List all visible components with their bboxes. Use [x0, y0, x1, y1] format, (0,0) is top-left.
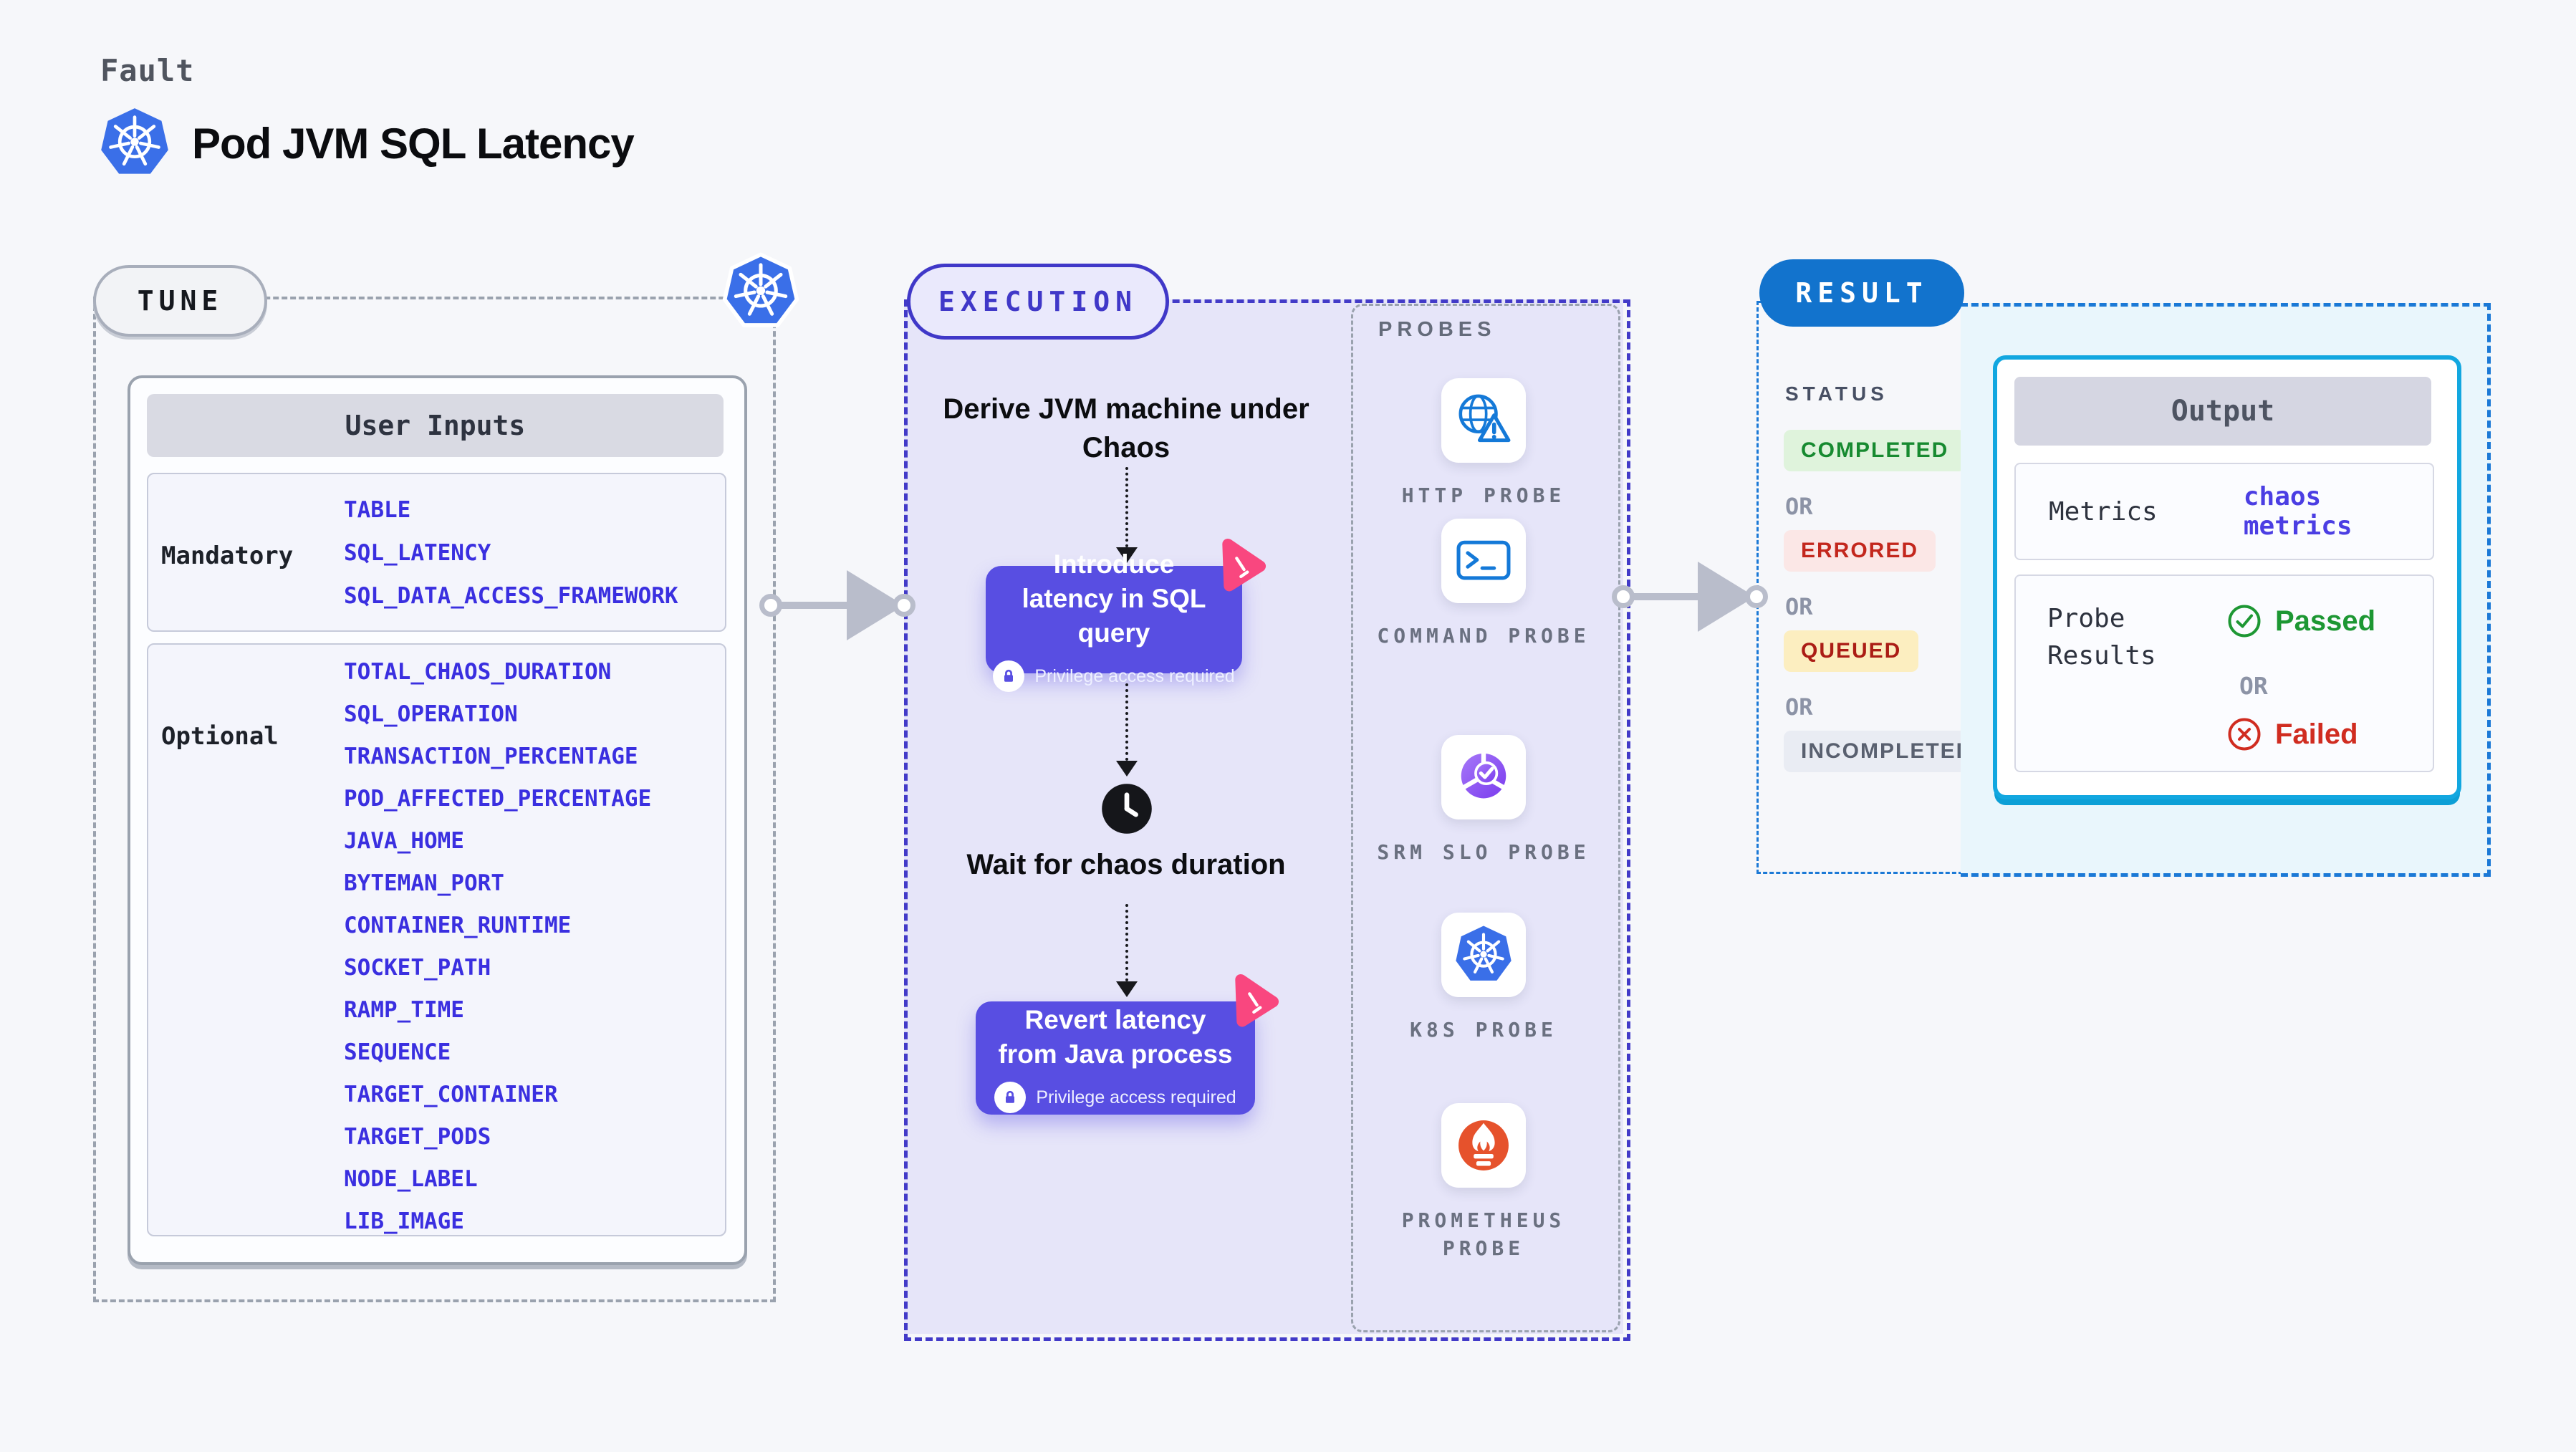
probe-item-http: HTTP PROBE: [1355, 378, 1613, 509]
kubernetes-icon: [1441, 913, 1526, 997]
input-variable: RAMP_TIME: [344, 996, 464, 1023]
probe-label: COMMAND PROBE: [1377, 624, 1590, 648]
input-variable: BYTEMAN_PORT: [344, 870, 504, 896]
input-variable: SQL_DATA_ACCESS_FRAMEWORK: [344, 583, 678, 609]
mandatory-values: TABLE SQL_LATENCY SQL_DATA_ACCESS_FRAMEW…: [344, 489, 678, 617]
fault-eyebrow: Fault: [100, 53, 195, 88]
connector-node: [893, 594, 915, 617]
input-variable: SQL_OPERATION: [344, 701, 518, 727]
connector-node: [759, 594, 782, 617]
lock-icon: [994, 1082, 1027, 1114]
probes-panel: [1351, 304, 1620, 1332]
probe-results-row: [2014, 574, 2434, 772]
passed-label: Passed: [2275, 605, 2376, 637]
result-pill[interactable]: RESULT: [1759, 259, 1964, 327]
status-title: STATUS: [1785, 383, 1888, 405]
tune-section-box: [93, 297, 776, 1302]
or-separator: OR: [1785, 493, 1813, 520]
revert-latency-button[interactable]: Revert latency from Java process Privile…: [976, 1001, 1255, 1115]
input-variable: SEQUENCE: [344, 1039, 451, 1065]
step-derive: Derive JVM machine under Chaos: [943, 393, 1309, 463]
or-separator: OR: [1785, 693, 1813, 721]
check-circle-icon: [2226, 603, 2262, 639]
kubernetes-icon: [721, 252, 801, 332]
probe-results-label: Probe Results: [2047, 604, 2156, 671]
input-variable: TOTAL_CHAOS_DURATION: [344, 658, 612, 685]
metrics-label: Metrics: [2049, 496, 2158, 527]
litmus-chaos-icon: [1219, 966, 1290, 1038]
privilege-row: Privilege access required: [993, 660, 1235, 693]
input-variable: SOCKET_PATH: [344, 954, 491, 981]
execution-pill[interactable]: EXECUTION: [907, 264, 1169, 340]
privilege-note: Privilege access required: [1036, 1087, 1236, 1107]
step-button-title: Introduce latency in SQL query: [1022, 549, 1206, 648]
connector-arrow: [772, 602, 858, 609]
step-wait: Wait for chaos duration: [966, 849, 1286, 880]
globe-alert-icon: [1441, 378, 1526, 463]
input-variable: CONTAINER_RUNTIME: [344, 912, 572, 938]
prometheus-flame-icon: [1441, 1103, 1526, 1188]
input-variable: NODE_LABEL: [344, 1165, 478, 1192]
status-badge-incompleted: INCOMPLETED: [1784, 731, 1991, 772]
optional-values: TOTAL_CHAOS_DURATION SQL_OPERATION TRANS…: [344, 650, 651, 1242]
title-row: Pod JVM SQL Latency: [97, 106, 635, 181]
probe-item-k8s: K8S PROBE: [1355, 913, 1613, 1044]
slo-check-icon: [1441, 735, 1526, 819]
input-variable: TRANSACTION_PERCENTAGE: [344, 743, 638, 769]
optional-inputs-row: [147, 643, 726, 1236]
input-variable: TARGET_PODS: [344, 1123, 491, 1150]
clock-icon: [1100, 782, 1153, 835]
metrics-value: chaos metrics: [2243, 482, 2352, 541]
input-variable: JAVA_HOME: [344, 827, 464, 854]
execution-section-box: [904, 299, 1630, 1341]
lock-icon: [993, 660, 1025, 693]
mandatory-label: Mandatory: [161, 542, 294, 570]
probe-label: PROMETHEUS PROBE: [1401, 1208, 1566, 1261]
failed-label: Failed: [2275, 718, 2358, 750]
input-variable: POD_AFFECTED_PERCENTAGE: [344, 785, 652, 812]
litmus-chaos-icon: [1206, 531, 1277, 602]
or-separator: OR: [2239, 672, 2268, 700]
terminal-icon: [1441, 519, 1526, 603]
introduce-latency-button[interactable]: Introduce latency in SQL query Privilege…: [986, 549, 1242, 693]
output-header: Output: [2014, 377, 2431, 446]
status-badge-errored: ERRORED: [1784, 530, 1936, 572]
x-circle-icon: [2226, 716, 2262, 752]
input-variable: TABLE: [344, 497, 411, 523]
page-title: Pod JVM SQL Latency: [192, 119, 635, 168]
failed-result: Failed: [2226, 716, 2358, 752]
probe-label: SRM SLO PROBE: [1377, 840, 1590, 864]
input-variable: TARGET_CONTAINER: [344, 1081, 558, 1107]
passed-result: Passed: [2226, 603, 2375, 639]
optional-label: Optional: [161, 722, 279, 751]
probe-item-prometheus: PROMETHEUS PROBE: [1355, 1103, 1613, 1262]
privilege-note: Privilege access required: [1034, 665, 1235, 686]
kubernetes-icon: [97, 106, 172, 181]
step-button-title: Revert latency from Java process: [998, 1004, 1233, 1069]
flow-arrow-down: [1116, 683, 1138, 777]
tune-pill[interactable]: TUNE: [93, 265, 267, 337]
privilege-row: Privilege access required: [994, 1082, 1236, 1114]
status-badge-completed: COMPLETED: [1784, 430, 1966, 471]
flow-arrow-down: [1116, 467, 1138, 563]
probes-title: PROBES: [1378, 318, 1496, 341]
probe-item-command: COMMAND PROBE: [1355, 519, 1613, 650]
connector-arrow: [1625, 593, 1708, 600]
input-variable: LIB_IMAGE: [344, 1208, 464, 1234]
or-separator: OR: [1785, 593, 1813, 620]
user-inputs-header: User Inputs: [147, 394, 724, 457]
connector-node: [1612, 585, 1635, 608]
connector-node: [1745, 585, 1768, 608]
probe-label: K8S PROBE: [1410, 1018, 1557, 1042]
input-variable: SQL_LATENCY: [344, 540, 491, 566]
probe-label: HTTP PROBE: [1401, 484, 1566, 507]
probe-item-srm-slo: SRM SLO PROBE: [1355, 735, 1613, 866]
mandatory-inputs-row: [147, 473, 726, 632]
metrics-row: Metrics chaos metrics: [2014, 463, 2434, 560]
flow-arrow-down: [1116, 904, 1138, 997]
status-badge-queued: QUEUED: [1784, 630, 1919, 672]
